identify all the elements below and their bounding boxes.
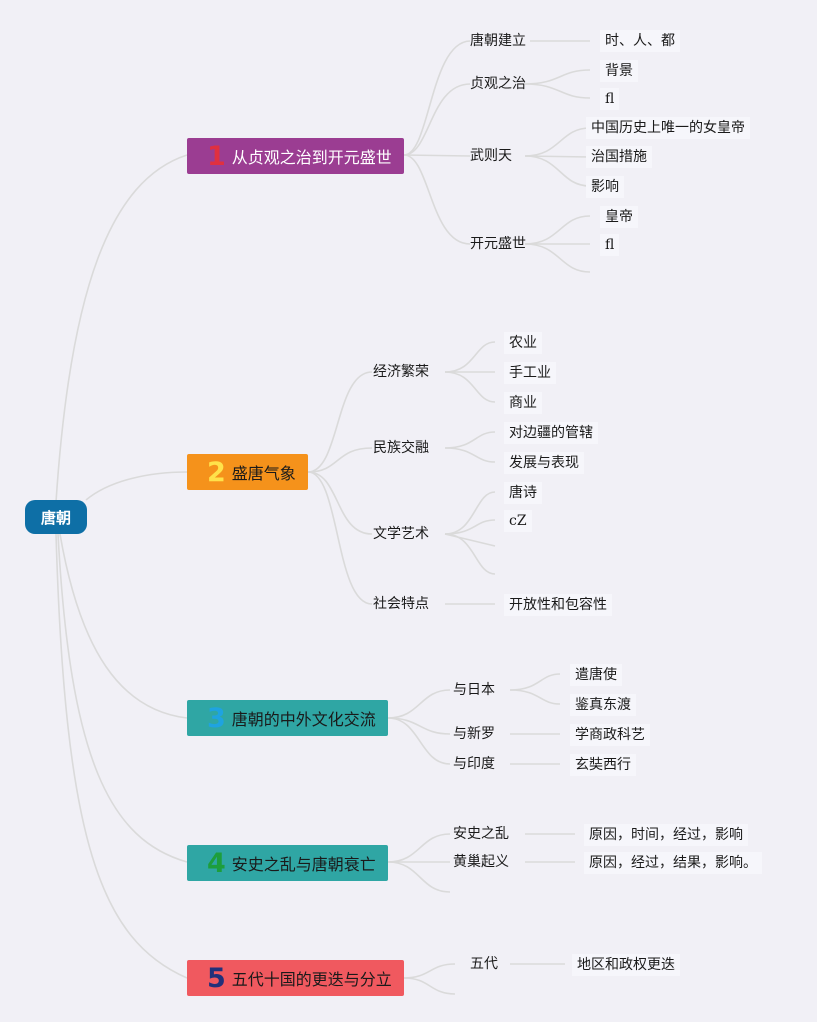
leaf-shi-ren-du[interactable]: 时、人、都 xyxy=(600,30,680,52)
node-huangchao[interactable]: 黄巢起义 xyxy=(453,854,509,870)
branch-4[interactable]: 4 安史之乱与唐朝衰亡 xyxy=(187,845,388,881)
node-tang-founding[interactable]: 唐朝建立 xyxy=(470,33,526,49)
branch-number: 1 xyxy=(207,140,226,172)
leaf-frontier[interactable]: 对边疆的管辖 xyxy=(504,422,598,444)
branch-label: 安史之乱与唐朝衰亡 xyxy=(231,855,376,874)
leaf-agriculture[interactable]: 农业 xyxy=(504,332,542,354)
node-ethnic[interactable]: 民族交融 xyxy=(373,440,429,456)
leaf-development[interactable]: 发展与表现 xyxy=(504,452,584,474)
leaf-silla-exchange[interactable]: 学商政科艺 xyxy=(570,724,650,746)
branch-number: 3 xyxy=(207,702,226,734)
root-node[interactable]: 唐朝 xyxy=(25,500,87,534)
leaf-background[interactable]: 背景 xyxy=(600,60,638,82)
leaf-huangchao-detail[interactable]: 原因，经过，结果，影响。 xyxy=(584,852,762,874)
node-five-dynasties[interactable]: 五代 xyxy=(470,956,498,972)
node-japan[interactable]: 与日本 xyxy=(453,682,495,698)
branch-number: 5 xyxy=(207,962,226,994)
branch-2[interactable]: 2 盛唐气象 xyxy=(187,454,308,490)
leaf-emperor[interactable]: 皇帝 xyxy=(600,206,638,228)
leaf-envoys[interactable]: 遣唐使 xyxy=(570,664,622,686)
node-silla[interactable]: 与新罗 xyxy=(453,726,495,742)
branch-label: 五代十国的更迭与分立 xyxy=(231,970,392,989)
branch-label: 盛唐气象 xyxy=(231,464,296,483)
node-kaiyuan[interactable]: 开元盛世 xyxy=(470,236,526,252)
leaf-cz[interactable]: cZ xyxy=(504,510,532,532)
leaf-fl[interactable]: fl xyxy=(600,234,620,256)
branch-1[interactable]: 1 从贞观之治到开元盛世 xyxy=(187,138,404,174)
leaf-anshi-detail[interactable]: 原因，时间，经过，影响 xyxy=(584,824,748,846)
branch-number: 2 xyxy=(207,456,226,488)
branch-number: 4 xyxy=(207,847,226,879)
leaf-only-empress[interactable]: 中国历史上唯一的女皇帝 xyxy=(586,117,750,139)
leaf-jianzhen[interactable]: 鉴真东渡 xyxy=(570,694,636,716)
node-literature[interactable]: 文学艺术 xyxy=(373,526,429,542)
leaf-fl[interactable]: fl xyxy=(600,88,620,110)
node-economy[interactable]: 经济繁荣 xyxy=(373,364,429,380)
leaf-influence[interactable]: 影响 xyxy=(586,176,624,198)
leaf-governance[interactable]: 治国措施 xyxy=(586,146,652,168)
branch-3[interactable]: 3 唐朝的中外文化交流 xyxy=(187,700,388,736)
leaf-commerce[interactable]: 商业 xyxy=(504,392,542,414)
branch-5[interactable]: 5 五代十国的更迭与分立 xyxy=(187,960,404,996)
node-anshi[interactable]: 安史之乱 xyxy=(453,826,509,842)
branch-label: 从贞观之治到开元盛世 xyxy=(231,148,392,167)
branch-label: 唐朝的中外文化交流 xyxy=(231,710,376,729)
leaf-handicraft[interactable]: 手工业 xyxy=(504,362,556,384)
leaf-regime-change[interactable]: 地区和政权更迭 xyxy=(572,954,680,976)
node-india[interactable]: 与印度 xyxy=(453,756,495,772)
leaf-xuanzang[interactable]: 玄奘西行 xyxy=(570,754,636,776)
node-wuzetian[interactable]: 武则天 xyxy=(470,148,512,164)
leaf-openness[interactable]: 开放性和包容性 xyxy=(504,594,612,616)
node-society[interactable]: 社会特点 xyxy=(373,596,429,612)
node-zhenguan[interactable]: 贞观之治 xyxy=(470,76,526,92)
leaf-tang-poetry[interactable]: 唐诗 xyxy=(504,482,542,504)
